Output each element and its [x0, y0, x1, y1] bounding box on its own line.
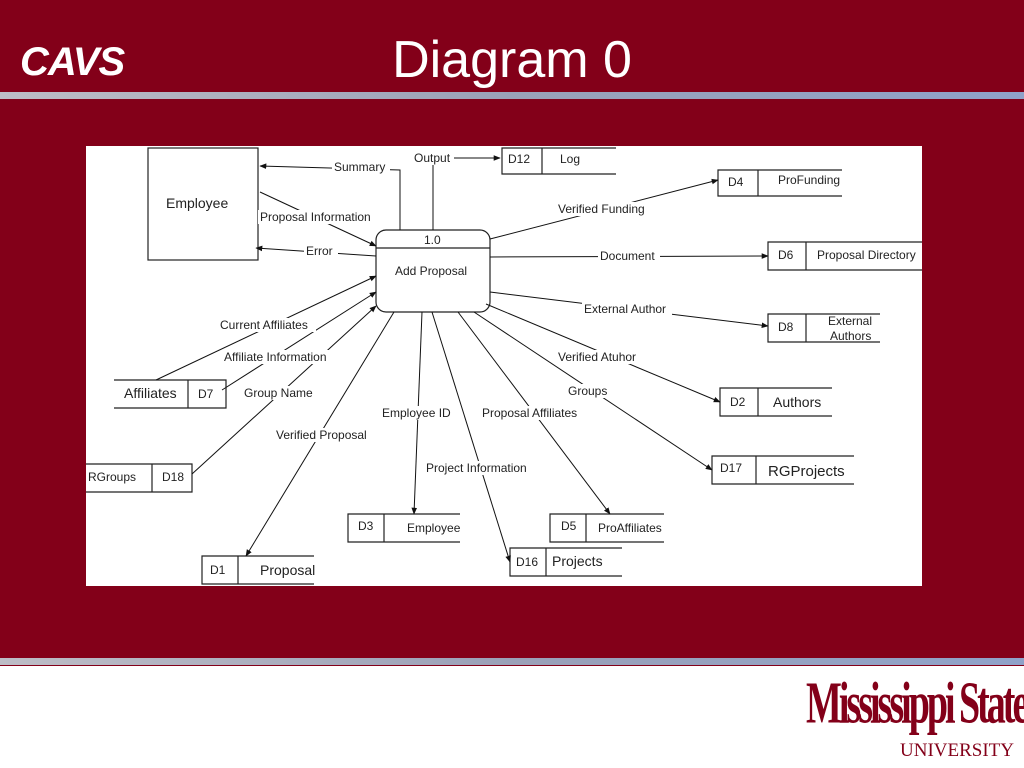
- msu-logo: Mississippi State UNIVERSITY: [806, 671, 1024, 766]
- cavs-logo: CAVS: [20, 40, 125, 84]
- store-d4-profunding: D4 ProFunding: [717, 169, 842, 197]
- process-add-proposal: 1.0 Add Proposal: [375, 229, 491, 313]
- flow-output-label: Output: [414, 151, 451, 165]
- flow-groups-label: Groups: [568, 384, 607, 398]
- flow-summary-line: [259, 163, 401, 230]
- flow-external-author-label: External Author: [584, 302, 666, 316]
- store-d6-id: D6: [778, 248, 794, 262]
- store-d8-name-line2: Authors: [830, 329, 871, 343]
- store-d12-name: Log: [560, 152, 580, 166]
- store-d2-name: Authors: [773, 394, 821, 410]
- flow-document-label: Document: [600, 249, 655, 263]
- store-d7-id: D7: [198, 387, 214, 401]
- store-d12-id: D12: [508, 152, 530, 166]
- store-d18-name: RGroups: [88, 470, 136, 484]
- flow-verified-proposal-label: Verified Proposal: [276, 428, 367, 442]
- header-divider: [0, 92, 1024, 99]
- store-d17-id: D17: [720, 461, 742, 475]
- store-d2-id: D2: [730, 395, 746, 409]
- store-d2-authors: D2 Authors: [719, 387, 832, 417]
- employee-entity-label: Employee: [166, 195, 228, 211]
- store-d7-name: Affiliates: [124, 385, 177, 401]
- store-d17-rgprojects: D17 RGProjects: [711, 455, 854, 485]
- store-d7-affiliates: Affiliates D7: [114, 379, 227, 409]
- store-d6-name: Proposal Directory: [817, 248, 916, 262]
- store-d16-name: Projects: [552, 553, 603, 569]
- store-d17-name: RGProjects: [768, 463, 845, 480]
- employee-entity: Employee: [147, 147, 259, 261]
- process-number: 1.0: [424, 233, 441, 247]
- store-d4-name: ProFunding: [778, 173, 840, 187]
- store-d6-proposal-directory: D6 Proposal Directory: [767, 241, 922, 271]
- flow-group-name-label: Group Name: [244, 386, 313, 400]
- store-d8-name-line1: External: [828, 314, 872, 328]
- flow-labels: Summary Output Proposal Information Erro…: [218, 151, 672, 475]
- store-d5-id: D5: [561, 519, 577, 533]
- flow-project-information-label: Project Information: [426, 461, 527, 475]
- slide-title-text: Diagram 0: [392, 31, 632, 89]
- footer-divider: [0, 658, 1024, 665]
- store-d3-name: Employee: [407, 521, 461, 535]
- store-d8-external-authors: D8 External Authors: [767, 313, 880, 343]
- flow-verified-author-label: Verified Atuhor: [558, 350, 636, 364]
- flow-affiliate-information-label: Affiliate Information: [224, 350, 327, 364]
- diagram-panel: Employee 1.0 Add Proposal D12 Log D4 Pr: [86, 146, 922, 586]
- store-d4-id: D4: [728, 175, 744, 189]
- store-d12-log: D12 Log: [501, 147, 616, 175]
- flow-summary-label: Summary: [334, 160, 385, 174]
- store-d8-id: D8: [778, 320, 794, 334]
- flow-proposal-affiliates-label: Proposal Affiliates: [482, 406, 577, 420]
- store-d1-proposal: D1 Proposal: [201, 555, 315, 585]
- store-d3-id: D3: [358, 519, 374, 533]
- flow-error-label: Error: [306, 244, 333, 258]
- store-d18-rgroups: RGroups D18: [86, 463, 193, 493]
- store-d16-projects: D16 Projects: [509, 547, 622, 577]
- data-flow-diagram: Employee 1.0 Add Proposal D12 Log D4 Pr: [86, 147, 922, 585]
- store-d5-proaffiliates: D5 ProAffiliates: [549, 513, 664, 543]
- slide-title: Diagram 0: [0, 30, 1024, 90]
- process-name: Add Proposal: [395, 264, 467, 278]
- store-d16-id: D16: [516, 555, 538, 569]
- flow-affiliate-information-line: [221, 291, 377, 391]
- store-d18-id: D18: [162, 470, 184, 484]
- msu-logo-sub: UNIVERSITY: [900, 740, 1014, 761]
- flow-project-information-line: [431, 311, 511, 563]
- store-d1-id: D1: [210, 563, 226, 577]
- flow-verified-funding-label: Verified Funding: [558, 202, 645, 216]
- store-d1-name: Proposal: [260, 562, 315, 578]
- msu-logo-name: Mississippi State: [806, 671, 1024, 737]
- store-d3-employee: D3 Employee: [347, 513, 461, 543]
- flow-proposal-information-label: Proposal Information: [260, 210, 371, 224]
- store-d5-name: ProAffiliates: [598, 521, 662, 535]
- flow-current-affiliates-label: Current Affiliates: [220, 318, 308, 332]
- flow-output-line: [432, 155, 501, 230]
- flow-employee-id-label: Employee ID: [382, 406, 451, 420]
